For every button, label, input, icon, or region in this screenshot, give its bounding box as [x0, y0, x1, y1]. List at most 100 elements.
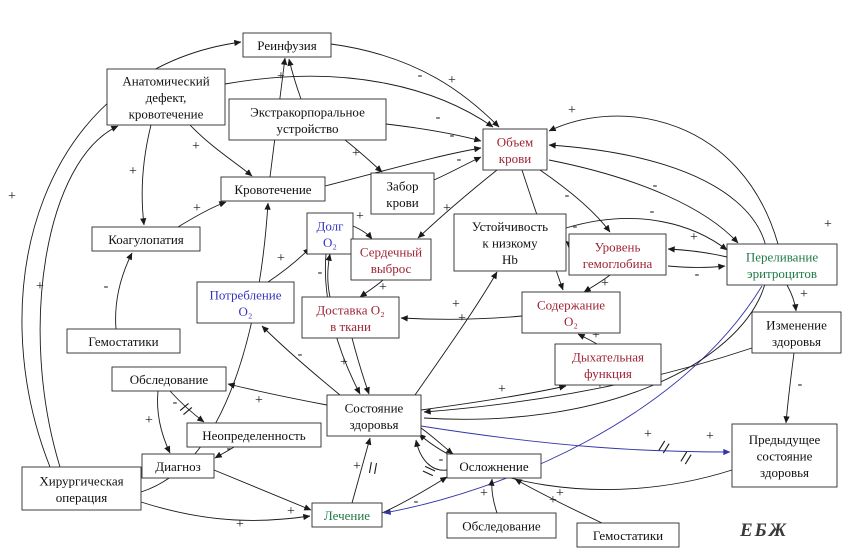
node-hemostatics-left: Гемостатики — [66, 328, 181, 354]
polarity-sign: + — [452, 297, 460, 312]
causal-link-arrow — [359, 279, 384, 298]
node-label: Осложнение — [459, 459, 528, 474]
causal-link-arrow — [414, 271, 498, 396]
polarity-sign: + — [644, 427, 652, 442]
node-box — [141, 453, 215, 479]
node-box — [301, 296, 400, 339]
node-reinfusion: Реинфузия — [242, 32, 332, 58]
causal-link-arrow — [423, 347, 753, 415]
polarity-sign: - — [695, 267, 700, 282]
node-coagulopathy: Коагулопатия — [91, 226, 201, 252]
causal-link-arrow — [488, 478, 498, 514]
delay-mark — [658, 440, 670, 454]
node-box — [306, 212, 354, 255]
node-complication: Осложнение — [446, 453, 542, 479]
polarity-sign: + — [255, 393, 263, 408]
node-examination-bottom: Обследование — [446, 512, 557, 539]
polarity-sign: - — [173, 395, 178, 410]
causal-link-arrow — [169, 390, 205, 423]
polarity-sign: - — [298, 347, 303, 362]
causal-link-arrow — [385, 123, 482, 143]
causal-link-arrow — [383, 285, 763, 515]
polarity-sign: + — [352, 146, 360, 161]
causal-link-arrow — [344, 139, 383, 173]
polarity-sign: + — [287, 504, 295, 519]
polarity-sign: + — [36, 279, 44, 294]
polarity-sign: + — [458, 311, 466, 326]
delay-mark — [422, 465, 436, 477]
causal-link-arrow — [786, 284, 799, 312]
polarity-sign: + — [145, 413, 153, 428]
node-box — [521, 291, 621, 334]
causal-link-arrow — [418, 433, 733, 490]
polarity-sign: + — [236, 517, 244, 532]
causal-link-arrow — [514, 478, 603, 524]
polarity-sign: - — [227, 441, 232, 456]
causal-link-arrow — [267, 247, 311, 283]
node-box — [446, 512, 557, 539]
node-box — [554, 343, 662, 386]
polarity-sign: + — [706, 429, 714, 444]
node-box — [731, 423, 838, 488]
polarity-sign: + — [129, 164, 137, 179]
node-label: Неопределенность — [202, 428, 306, 443]
causal-link-arrow — [214, 446, 235, 459]
polarity-sign: + — [498, 382, 506, 397]
node-box — [568, 233, 667, 276]
causal-link-arrow — [140, 124, 152, 226]
node-box — [576, 522, 680, 548]
causal-link-arrow — [417, 169, 498, 239]
delay-mark — [179, 403, 193, 415]
node-diagnosis: Диагноз — [141, 453, 215, 479]
causal-link-arrow — [423, 142, 769, 420]
polarity-sign: - — [436, 110, 441, 125]
polarity-sign: + — [443, 201, 451, 216]
polarity-sign: + — [353, 459, 361, 474]
causal-link-arrow — [189, 124, 253, 177]
node-label: Гемостатики — [593, 528, 663, 543]
causal-link-arrow — [330, 43, 500, 128]
author-signature: ЕБЖ — [740, 520, 789, 541]
polarity-sign: - — [418, 68, 423, 83]
polarity-sign: + — [568, 103, 576, 118]
causal-link-arrow — [400, 315, 523, 322]
node-label: Гемостатики — [88, 334, 158, 349]
node-label: Коагулопатия — [108, 232, 184, 247]
node-box — [311, 502, 383, 528]
delay-mark — [368, 462, 378, 474]
causal-link-arrow — [783, 352, 795, 424]
node-box — [21, 466, 142, 511]
causal-link-arrow — [577, 333, 598, 345]
node-label: Лечение — [324, 508, 370, 523]
causal-link-arrow — [227, 382, 328, 406]
causal-link-arrow — [352, 225, 373, 240]
polarity-sign: + — [277, 251, 285, 266]
causal-link-arrow — [667, 246, 728, 258]
node-box — [453, 213, 567, 272]
node-box — [106, 68, 226, 126]
polarity-sign: - — [457, 152, 462, 167]
node-label: Обследование — [130, 372, 209, 387]
polarity-sign: + — [824, 217, 832, 232]
causal-link-arrow — [420, 425, 731, 456]
